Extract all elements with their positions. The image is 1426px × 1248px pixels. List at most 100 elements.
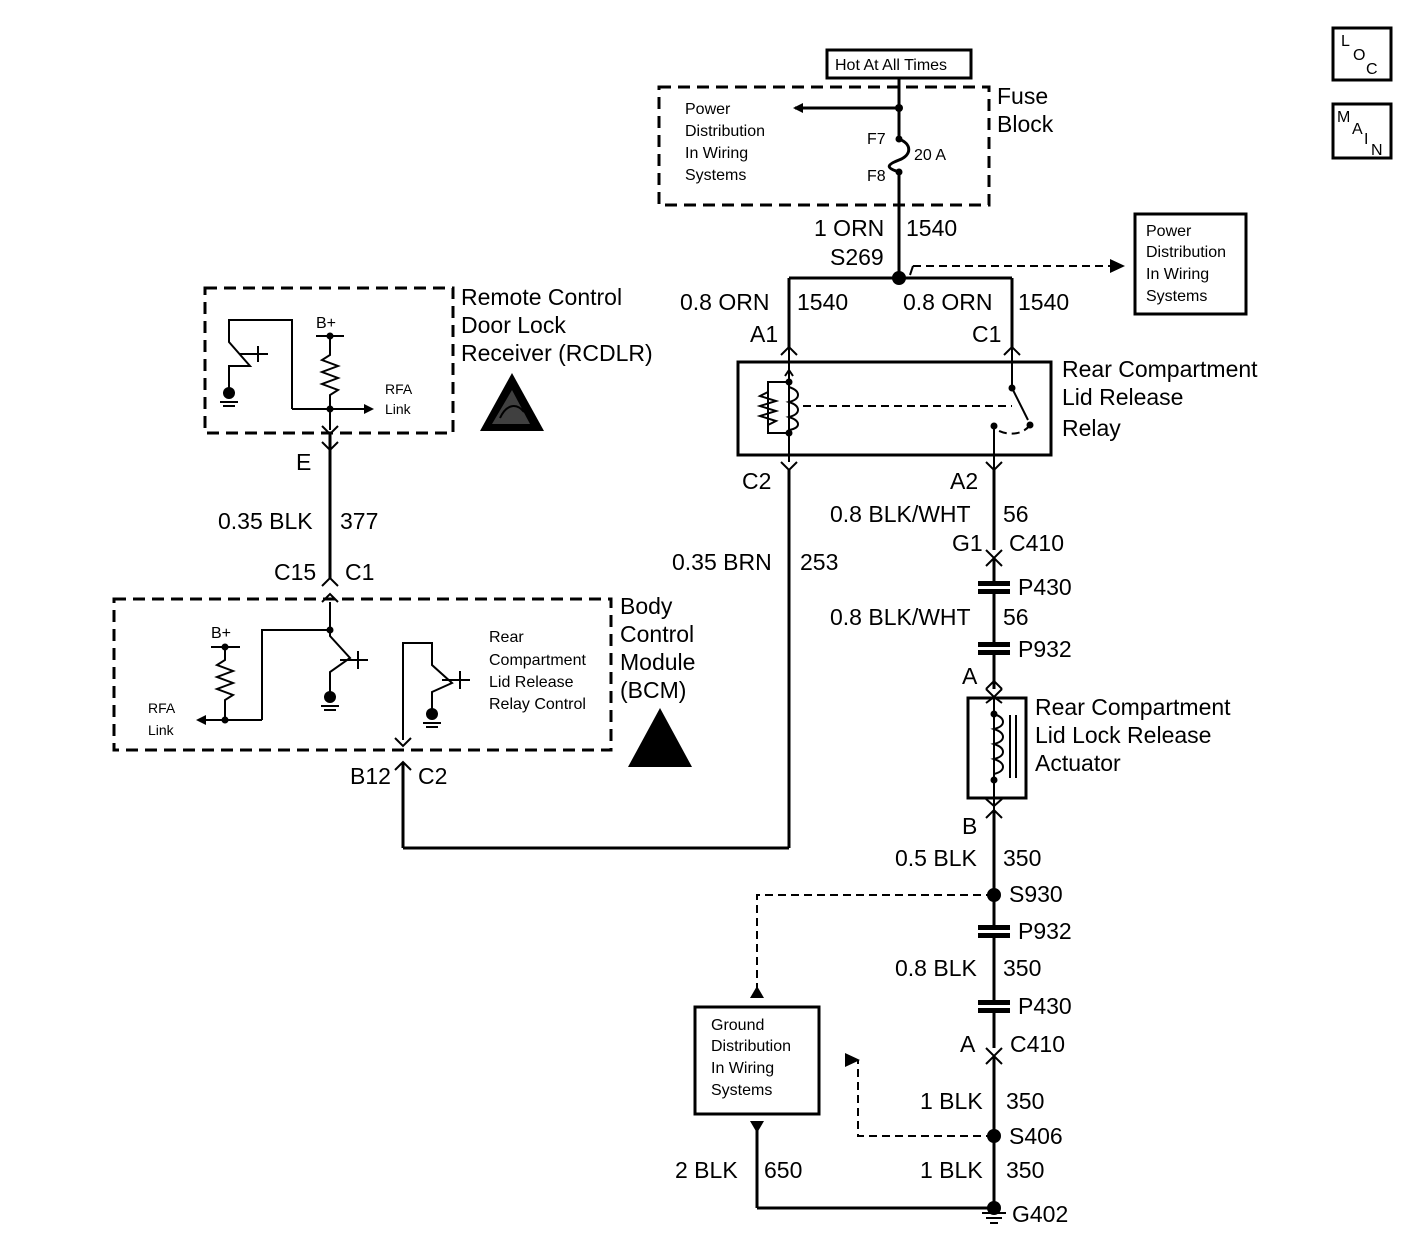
connector-c410-b: C410: [1010, 1031, 1065, 1057]
connector-p932-b: P932: [1018, 918, 1072, 944]
connector-p430-b: P430: [1018, 993, 1072, 1019]
connector-p430-a: P430: [1018, 574, 1072, 600]
wire-035-brn: 0.35 BRN: [672, 549, 772, 575]
loc-letter-l: L: [1341, 33, 1350, 50]
ground-distribution-box[interactable]: Ground Distribution In Wiring Systems: [693, 1005, 821, 1116]
pin-c2-bcm: C2: [418, 763, 447, 789]
loc-letter-c: C: [1366, 61, 1378, 78]
pin-e: E: [296, 449, 311, 475]
wire-1-blk-a: 1 BLK: [920, 1088, 983, 1114]
pin-a1: A1: [750, 321, 778, 347]
connector-p932-b-icon: [978, 925, 1010, 930]
rcdlr-bplus: B+: [316, 315, 336, 332]
bcm-relay-control-transistor-icon: [402, 642, 454, 740]
fuse-block: Hot At All Times Fuse Block Power Distri…: [657, 48, 1054, 278]
wire-08-blk: 0.8 BLK: [895, 955, 977, 981]
pin-a-actuator: A: [962, 663, 978, 689]
circuit-350-c: 350: [1006, 1088, 1044, 1114]
circuit-350-d: 350: [1006, 1157, 1044, 1183]
bcm-relay-ctrl-2: Compartment: [489, 652, 586, 669]
actuator-title-1: Rear Compartment: [1035, 694, 1231, 720]
pin-a-c410: A: [960, 1031, 976, 1057]
bcm-bplus: B+: [211, 625, 231, 642]
pin-g1: G1: [952, 530, 983, 556]
pd-box-text-1: Power: [1146, 223, 1192, 240]
wire-2-blk: 2 BLK: [675, 1157, 738, 1183]
pin-c1: C1: [972, 321, 1001, 347]
relay-switch-icon: [1011, 387, 1029, 421]
pd-box-text-2: Distribution: [1146, 244, 1226, 261]
circuit-1540-b: 1540: [797, 289, 848, 315]
connector-a1-icon: [780, 345, 798, 356]
wire-08-orn-b: 0.8 ORN: [903, 289, 992, 315]
rcdlr-title-3: Receiver (RCDLR): [461, 340, 653, 366]
hot-at-all-times-label: Hot At All Times: [835, 57, 947, 74]
wire-08-orn-a: 0.8 ORN: [680, 289, 769, 315]
brn-wire-253: 0.35 BRN 253: [401, 470, 838, 850]
bcm-rfa-link: Link: [148, 722, 175, 738]
rcdlr-transistor-icon: [228, 319, 293, 409]
pin-c1-bcm: C1: [345, 559, 374, 585]
fuse-f8: F8: [867, 168, 886, 185]
connector-p430-b-icon: [978, 1000, 1010, 1005]
esd-warning-icon: [628, 708, 692, 767]
relay-outline: [736, 360, 1053, 457]
bcm-rfa: RFA: [148, 700, 176, 716]
bcm-relay-ctrl-4: Relay Control: [489, 696, 586, 713]
circuit-253: 253: [800, 549, 838, 575]
relay-title-1: Rear Compartment: [1062, 356, 1258, 382]
fuse-rating: 20 A: [914, 147, 946, 164]
arrow-up-icon: [750, 986, 764, 998]
actuator-circuit: 0.8 BLK/WHT 56 G1 C410 P430 0.8 BLK/WHT …: [675, 470, 1231, 1227]
power-distribution-box[interactable]: Power Distribution In Wiring Systems: [1133, 212, 1248, 316]
arrow-up-icon: [750, 1121, 764, 1133]
ground-icon: [982, 1212, 1006, 1224]
pin-c2-relay: C2: [742, 468, 771, 494]
rear-compartment-lid-release-relay: Rear Compartment Lid Release Relay C2 A2: [736, 349, 1258, 494]
connector-c410-a: C410: [1009, 530, 1064, 556]
loc-letter-o: O: [1353, 47, 1365, 64]
connector-p932-a-icon: [978, 642, 1010, 647]
circuit-350-a: 350: [1003, 845, 1041, 871]
pd-box-text-3: In Wiring: [1146, 266, 1209, 283]
fuse-block-outline: [657, 85, 991, 207]
circuit-350-b: 350: [1003, 955, 1041, 981]
connector-p932-a: P932: [1018, 636, 1072, 662]
wire-1-orn: 1 ORN: [814, 215, 884, 241]
circuit-56-b: 56: [1003, 604, 1029, 630]
connector-c2-relay-icon: [780, 461, 798, 472]
gd-box-text-3: In Wiring: [711, 1060, 774, 1077]
pin-c15: C15: [274, 559, 316, 585]
main-letter-a: A: [1352, 121, 1363, 138]
pin-b-actuator: B: [962, 813, 977, 839]
orn-feed: 1 ORN 1540 S269 0.8 ORN 1540 0.8 ORN 154…: [680, 215, 1125, 356]
splice-s269: S269: [830, 244, 884, 270]
bcm-relay-ctrl-1: Rear: [489, 629, 524, 646]
splice-s930: S930: [1009, 881, 1063, 907]
main-button[interactable]: M A I N: [1331, 102, 1393, 160]
esd-warning-icon: [480, 373, 544, 431]
main-letter-n: N: [1371, 142, 1383, 159]
ground-g402: G402: [1012, 1201, 1068, 1227]
wire-1-blk-b: 1 BLK: [920, 1157, 983, 1183]
arrow-left-icon: [845, 1053, 860, 1067]
actuator-title-2: Lid Lock Release: [1035, 722, 1211, 748]
bcm-title-4: (BCM): [620, 677, 686, 703]
splice-s406: S406: [1009, 1123, 1063, 1149]
loc-button[interactable]: L O C: [1331, 26, 1393, 82]
bcm-resistor-icon: [214, 647, 236, 720]
relay-coil-icon: [785, 386, 799, 431]
arrow-right-icon: [1110, 259, 1125, 273]
bcm-title-2: Control: [620, 621, 694, 647]
actuator-title-3: Actuator: [1035, 750, 1121, 776]
wire-035-blk: 0.35 BLK: [218, 508, 313, 534]
rcdlr-rfa-link: Link: [385, 401, 412, 417]
rcdlr-title-2: Door Lock: [461, 312, 566, 338]
fuse-block-title-1: Fuse: [997, 83, 1048, 109]
gd-box-text-1: Ground: [711, 1017, 764, 1034]
wire-05-blk: 0.5 BLK: [895, 845, 977, 871]
rcdlr-rfa: RFA: [385, 381, 413, 397]
circuit-650: 650: [764, 1157, 802, 1183]
circuit-1540-a: 1540: [906, 215, 957, 241]
fuse-f7: F7: [867, 131, 886, 148]
